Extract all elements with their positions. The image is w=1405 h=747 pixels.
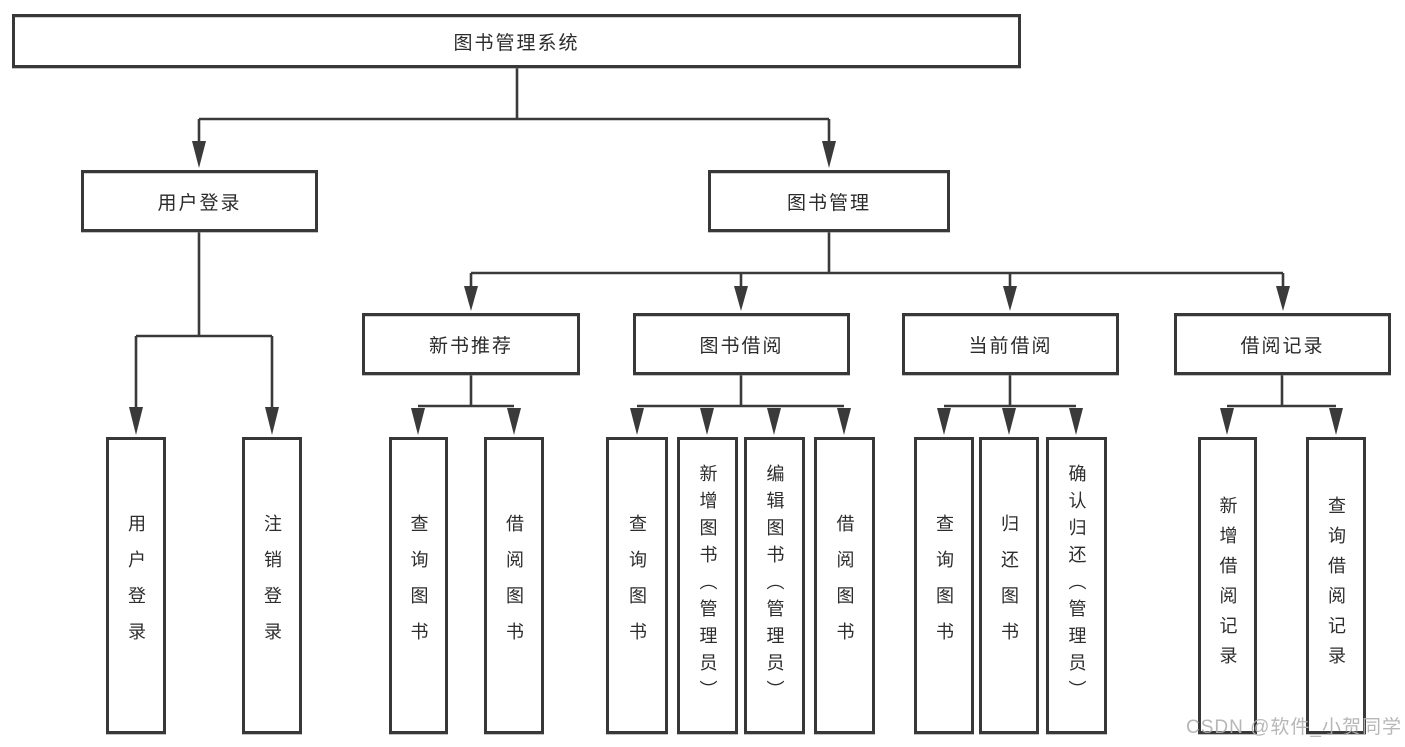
leaf-query-borrow-record: 查询借阅记录 — [1306, 437, 1366, 734]
node-new-book-recommend: 新书推荐 — [362, 313, 580, 375]
leaf-return-books: 归还图书 — [979, 437, 1039, 734]
csdn-watermark: CSDN @软件_小贺同学 — [1186, 717, 1402, 738]
leaf-label: 新增图书（管理员） — [697, 464, 718, 707]
leaf-label: 查询图书 — [627, 513, 647, 658]
leaf-logout: 注销登录 — [242, 437, 302, 734]
leaf-label: 查询图书 — [934, 513, 954, 658]
leaf-label: 借阅图书 — [504, 513, 524, 658]
leaf-label: 新增借阅记录 — [1217, 495, 1238, 676]
leaf-label: 用户登录 — [126, 513, 146, 658]
leaf-label: 查询图书 — [408, 513, 429, 658]
leaf-label: 编辑图书（管理员） — [764, 464, 785, 707]
node-user-login: 用户登录 — [81, 170, 318, 232]
leaf-confirm-return-admin: 确认归还（管理员） — [1046, 437, 1107, 734]
root-node-library-system: 图书管理系统 — [12, 14, 1021, 68]
leaf-query-books-3: 查询图书 — [914, 437, 974, 734]
leaf-label: 查询借阅记录 — [1326, 495, 1346, 676]
node-borrow-records: 借阅记录 — [1174, 313, 1391, 375]
node-book-borrow: 图书借阅 — [633, 313, 850, 375]
leaf-query-books-1: 查询图书 — [389, 437, 448, 734]
leaf-label: 注销登录 — [262, 513, 282, 658]
leaf-add-borrow-record: 新增借阅记录 — [1198, 437, 1257, 734]
leaf-add-books-admin: 新增图书（管理员） — [677, 437, 738, 734]
leaf-user-login: 用户登录 — [106, 437, 166, 734]
leaf-borrow-books-1: 借阅图书 — [484, 437, 544, 734]
leaf-label: 借阅图书 — [834, 513, 855, 658]
arrowhead-icons — [129, 141, 1343, 435]
leaf-label: 归还图书 — [999, 513, 1019, 658]
leaf-edit-books-admin: 编辑图书（管理员） — [744, 437, 805, 734]
leaf-borrow-books-2: 借阅图书 — [814, 437, 875, 734]
node-book-management: 图书管理 — [708, 170, 950, 232]
leaf-label: 确认归还（管理员） — [1066, 464, 1087, 707]
node-current-borrow: 当前借阅 — [902, 313, 1119, 375]
leaf-query-books-2: 查询图书 — [606, 437, 668, 734]
